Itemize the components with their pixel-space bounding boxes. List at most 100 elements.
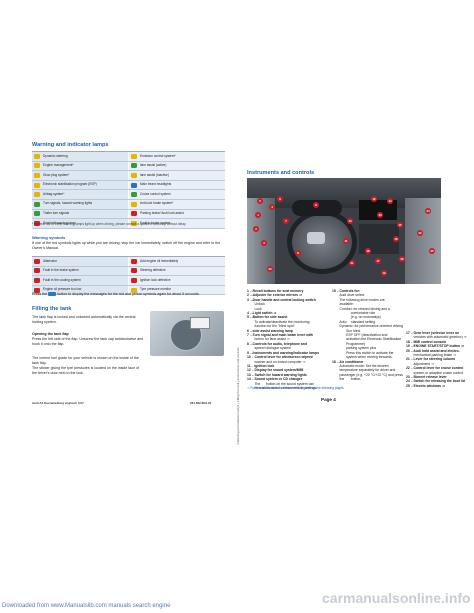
table-row: Seat belt warning lamp Fault in brake sys… bbox=[32, 219, 225, 229]
list-item: 20 .. Audi hold assist and electro- bbox=[406, 348, 460, 353]
list-item: 9 ...Instruments and warning/indicator l… bbox=[247, 350, 319, 355]
lamp-label: lane assist (inactive) bbox=[140, 172, 169, 177]
lamp-label: Steering defective bbox=[140, 268, 166, 273]
table-cell: Dynamic steering bbox=[32, 152, 128, 161]
warning-lamp-icon bbox=[34, 287, 40, 293]
check-button-icon bbox=[48, 292, 57, 296]
press-button-text: Press the button to display the messages… bbox=[32, 292, 225, 297]
callout-marker: 21 bbox=[349, 260, 355, 266]
table-cell: Airbag system* bbox=[32, 190, 128, 199]
list-item: system when moving forwards. bbox=[332, 355, 393, 360]
list-item: passenger (e.g. +20 °C/+22 °C) and press bbox=[332, 372, 403, 377]
list-item: button for lane assist ⇒ bbox=[247, 337, 290, 342]
list-item: 1 ...Recall buttons for seat memory bbox=[247, 289, 304, 293]
warning-lamp-icon bbox=[131, 220, 137, 226]
list-item: activation the Electronic Stabilisation bbox=[332, 337, 402, 342]
filling-tank-heading: Filling the tank bbox=[32, 306, 72, 312]
callout-marker: 3 bbox=[261, 240, 267, 246]
list-item: 18 .. MMI control console bbox=[406, 339, 447, 344]
callout-marker: 15 bbox=[397, 222, 403, 228]
list-item: the button. bbox=[332, 377, 362, 382]
list-item: 25 .. Electric windows ⇒ bbox=[406, 383, 445, 388]
side-tab: 4 Warning and indicator lamps | Filling … bbox=[236, 195, 244, 455]
callout-marker: 7 bbox=[283, 218, 289, 224]
callout-marker: 20 bbox=[399, 256, 405, 262]
callout-marker: 17 bbox=[375, 258, 381, 264]
opening-flap-heading: Opening the tank flap bbox=[32, 332, 69, 336]
warning-lamp-icon bbox=[34, 268, 40, 274]
table-cell: Emission control system* bbox=[129, 152, 225, 161]
callout-marker: 4 bbox=[269, 204, 275, 210]
lamp-label: Cruise control system bbox=[140, 191, 171, 196]
lamp-label: Seat belt warning lamp bbox=[43, 220, 76, 225]
list-item: temperature separately for driver and bbox=[332, 368, 396, 373]
watermark-right[interactable]: carmanualsonline.info bbox=[322, 590, 471, 606]
table-cell: Steering defective bbox=[129, 266, 225, 276]
lamp-label: Dynamic steering bbox=[43, 153, 68, 158]
list-item: Lock bbox=[247, 306, 262, 311]
table-row: Airbag system* Cruise control system bbox=[32, 190, 225, 200]
list-item: The following drive modes are bbox=[332, 297, 385, 302]
warning-lamp-icon bbox=[34, 163, 40, 169]
press-text-before: Press the bbox=[32, 292, 48, 296]
warning-lamp-icon bbox=[131, 163, 137, 169]
list-item: 22 .. Control lever for cruise control bbox=[406, 366, 464, 371]
warning-lamp-icon bbox=[131, 172, 137, 178]
table-cell: Turn signals, hazard warning lights bbox=[32, 199, 128, 209]
list-item: 4 ...Light switch ⇒ bbox=[247, 311, 277, 316]
list-item: 3 ...Door handle and central locking swi… bbox=[247, 297, 316, 302]
table-row: Fault in the brake system Steering defect… bbox=[32, 266, 225, 277]
callout-marker: 2 bbox=[253, 226, 259, 232]
lamp-label: Trailer turn signals bbox=[43, 211, 70, 216]
instrument-cluster-shape bbox=[292, 200, 342, 216]
list-item: The button on the sound system can bbox=[247, 381, 315, 386]
list-item: mechanical parking brake ⇒ bbox=[406, 353, 456, 358]
warning-lamp-icon bbox=[34, 182, 40, 188]
lamp-label: Airbag system* bbox=[43, 191, 65, 196]
table-row: Electronic stabilisation program (ESP)Ma… bbox=[32, 180, 225, 191]
table-cell: Add engine oil immediately bbox=[129, 257, 225, 266]
lamp-label: Ignition lock defective bbox=[140, 277, 171, 282]
list-item: Comfort: for relaxed driving and a bbox=[332, 306, 390, 311]
list-item: 12 .. Display for sound system/MMI bbox=[247, 368, 304, 373]
callout-marker: 10 bbox=[347, 218, 353, 224]
lamp-label: Fault in the brake system bbox=[43, 268, 79, 273]
table-cell: lane assist (inactive) bbox=[129, 171, 225, 180]
warning-lamp-icon bbox=[34, 220, 40, 226]
warning-lamps-heading: Warning and indicator lamps bbox=[32, 142, 109, 148]
callout-marker: 24 bbox=[425, 208, 431, 214]
table-row: Glow plug system*lane assist (inactive) bbox=[32, 171, 225, 181]
list-item: (e.g. on motorways) bbox=[332, 315, 381, 320]
press-text-after: button to display the messages for the r… bbox=[57, 292, 200, 296]
warning-lamp-icon bbox=[131, 153, 137, 159]
warning-lamp-icon bbox=[34, 258, 40, 264]
callout-marker: 12 bbox=[371, 196, 377, 202]
table-cell: Fault in the brake system bbox=[32, 266, 128, 276]
list-item: 10 .. Control lever for windscreen wiper… bbox=[247, 355, 314, 360]
warning-symbols-text: If one of the red symbols lights up whil… bbox=[32, 241, 221, 250]
list-item: 23 .. Bonnet release lever bbox=[406, 375, 447, 380]
list-item: ESP OFF (deactivation and bbox=[332, 333, 388, 338]
warning-lamps-table: Dynamic steering Emission control system*… bbox=[32, 151, 225, 229]
table-cell: Cruise control system bbox=[129, 190, 225, 199]
table-cell: Fault in brake system bbox=[129, 219, 225, 228]
callout-marker: 18 bbox=[365, 248, 371, 254]
list-item: be used to select various vehicle settin… bbox=[247, 385, 318, 390]
table-row: Dynamic steering Emission control system* bbox=[32, 152, 225, 162]
filling-intro: The tank flap is locked and unlocked aut… bbox=[32, 315, 136, 324]
lamp-label: Main beam headlights bbox=[140, 182, 172, 187]
list-item: parking system plus bbox=[332, 346, 377, 351]
instruments-heading: Instruments and controls bbox=[247, 170, 315, 176]
table-cell: Main beam headlights bbox=[129, 180, 225, 190]
watermark-left[interactable]: Downloaded from www.Manualslib.com manua… bbox=[2, 603, 171, 609]
side-tab-text: 4 Warning and indicator lamps | Filling … bbox=[236, 347, 240, 446]
list-item: 13 .. Switch for hazard warning lights bbox=[247, 372, 307, 377]
callout-marker: 13 bbox=[377, 212, 383, 218]
callout-marker: 14 bbox=[387, 198, 393, 204]
door-panel-shape bbox=[405, 198, 441, 284]
